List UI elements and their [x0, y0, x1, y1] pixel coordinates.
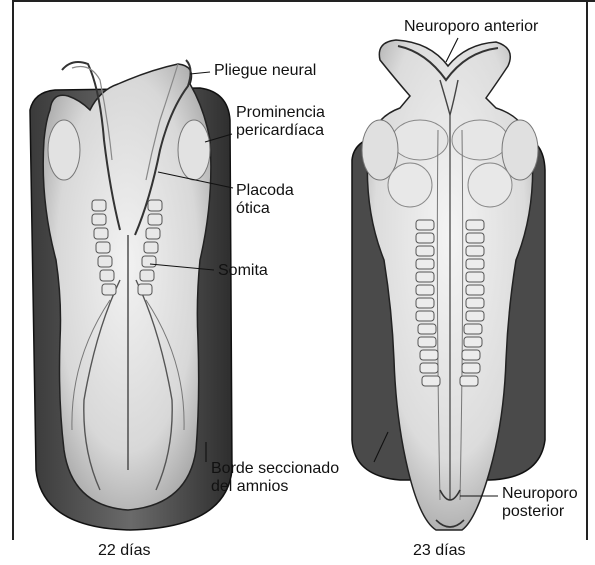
label-borde-line1: Borde seccionado: [211, 460, 339, 478]
label-neuroporo-posterior-line1: Neuroporo: [502, 485, 578, 503]
label-prominencia-line1: Prominencia: [236, 104, 325, 122]
label-pliegue-neural: Pliegue neural: [214, 62, 316, 80]
caption-22-dias: 22 días: [98, 542, 150, 560]
label-placoda-line2: ótica: [236, 200, 270, 218]
label-borde-line2: del amnios: [211, 478, 288, 496]
embryo-22-dias: [30, 60, 232, 530]
label-prominencia-line2: pericardíaca: [236, 122, 324, 140]
label-somita: Somita: [218, 262, 268, 280]
caption-23-dias: 23 días: [413, 542, 465, 560]
label-neuroporo-anterior: Neuroporo anterior: [404, 18, 538, 36]
label-neuroporo-posterior-line2: posterior: [502, 503, 564, 521]
label-placoda-line1: Placoda: [236, 182, 294, 200]
embryo-23-dias: [352, 40, 545, 530]
